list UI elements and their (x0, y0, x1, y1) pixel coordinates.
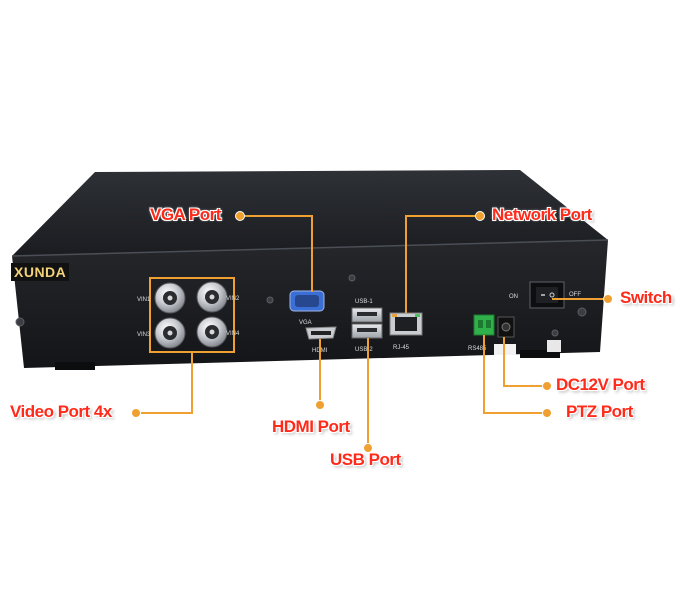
callout-network-port: Network Port (492, 205, 592, 224)
label-vga: VGA (299, 320, 312, 326)
device-foot (55, 362, 95, 370)
vga-port: VGA (289, 290, 325, 326)
screw-icon (15, 317, 25, 327)
leader-lines (136, 215, 608, 448)
dvr-device (11, 170, 609, 370)
dot-dc12v (542, 381, 552, 391)
dot-network (475, 211, 485, 221)
label-usb1: USB-1 (355, 299, 373, 305)
label-vin4: VIN4 (226, 331, 240, 337)
brand-logo: XUNDA (11, 263, 70, 281)
dot-ptz (542, 408, 552, 418)
callout-video-port: Video Port 4x (10, 402, 112, 421)
leader-dots (131, 211, 613, 453)
callout-vga-port: VGA Port (150, 205, 221, 224)
dot-video (131, 408, 141, 418)
screw-icon (551, 329, 559, 337)
dot-switch (603, 294, 613, 304)
usb-ports: USB-1 USB-2 (351, 299, 383, 353)
label-vin3: VIN3 (137, 332, 151, 338)
device-top-surface (12, 170, 608, 256)
dot-hdmi (315, 400, 325, 410)
screw-icon (348, 274, 356, 282)
leader-ptz (483, 335, 547, 414)
switch-off-icon (549, 292, 555, 298)
callout-dc12v-port: DC12V Port (556, 375, 645, 394)
leader-dc12v (503, 337, 547, 387)
callout-switch: Switch (620, 288, 672, 307)
leader-video (136, 352, 193, 414)
grounding-tab (547, 340, 561, 352)
leader-network (405, 215, 480, 313)
bnc-connector-vin2 (196, 281, 228, 313)
label-rj45: RJ-45 (393, 345, 410, 351)
dot-usb (363, 443, 373, 453)
callout-hdmi-port: HDMI Port (272, 417, 350, 436)
bnc-connector-vin3 (154, 317, 186, 349)
callout-usb-port: USB Port (330, 450, 401, 469)
screw-icon (577, 307, 587, 317)
label-off: OFF (569, 292, 581, 298)
label-on: ON (509, 294, 518, 300)
label-usb2: USB-2 (355, 347, 373, 353)
callout-ptz-port: PTZ Port (566, 402, 633, 421)
bnc-connector-vin4 (196, 316, 228, 348)
rj45-port: RJ-45 (389, 312, 423, 351)
device-foot (520, 350, 560, 358)
label-vin2: VIN2 (226, 296, 240, 302)
screw-icon (266, 296, 274, 304)
rs485-terminal: RS485 (468, 314, 495, 352)
label-rs485: RS485 (468, 346, 487, 352)
leader-vga (240, 215, 313, 292)
bnc-connector-vin1 (154, 282, 186, 314)
label-vin1: VIN1 (137, 297, 151, 303)
dot-vga (235, 211, 245, 221)
video-input-group: VIN1 VIN2 VIN3 VIN4 (137, 277, 240, 353)
